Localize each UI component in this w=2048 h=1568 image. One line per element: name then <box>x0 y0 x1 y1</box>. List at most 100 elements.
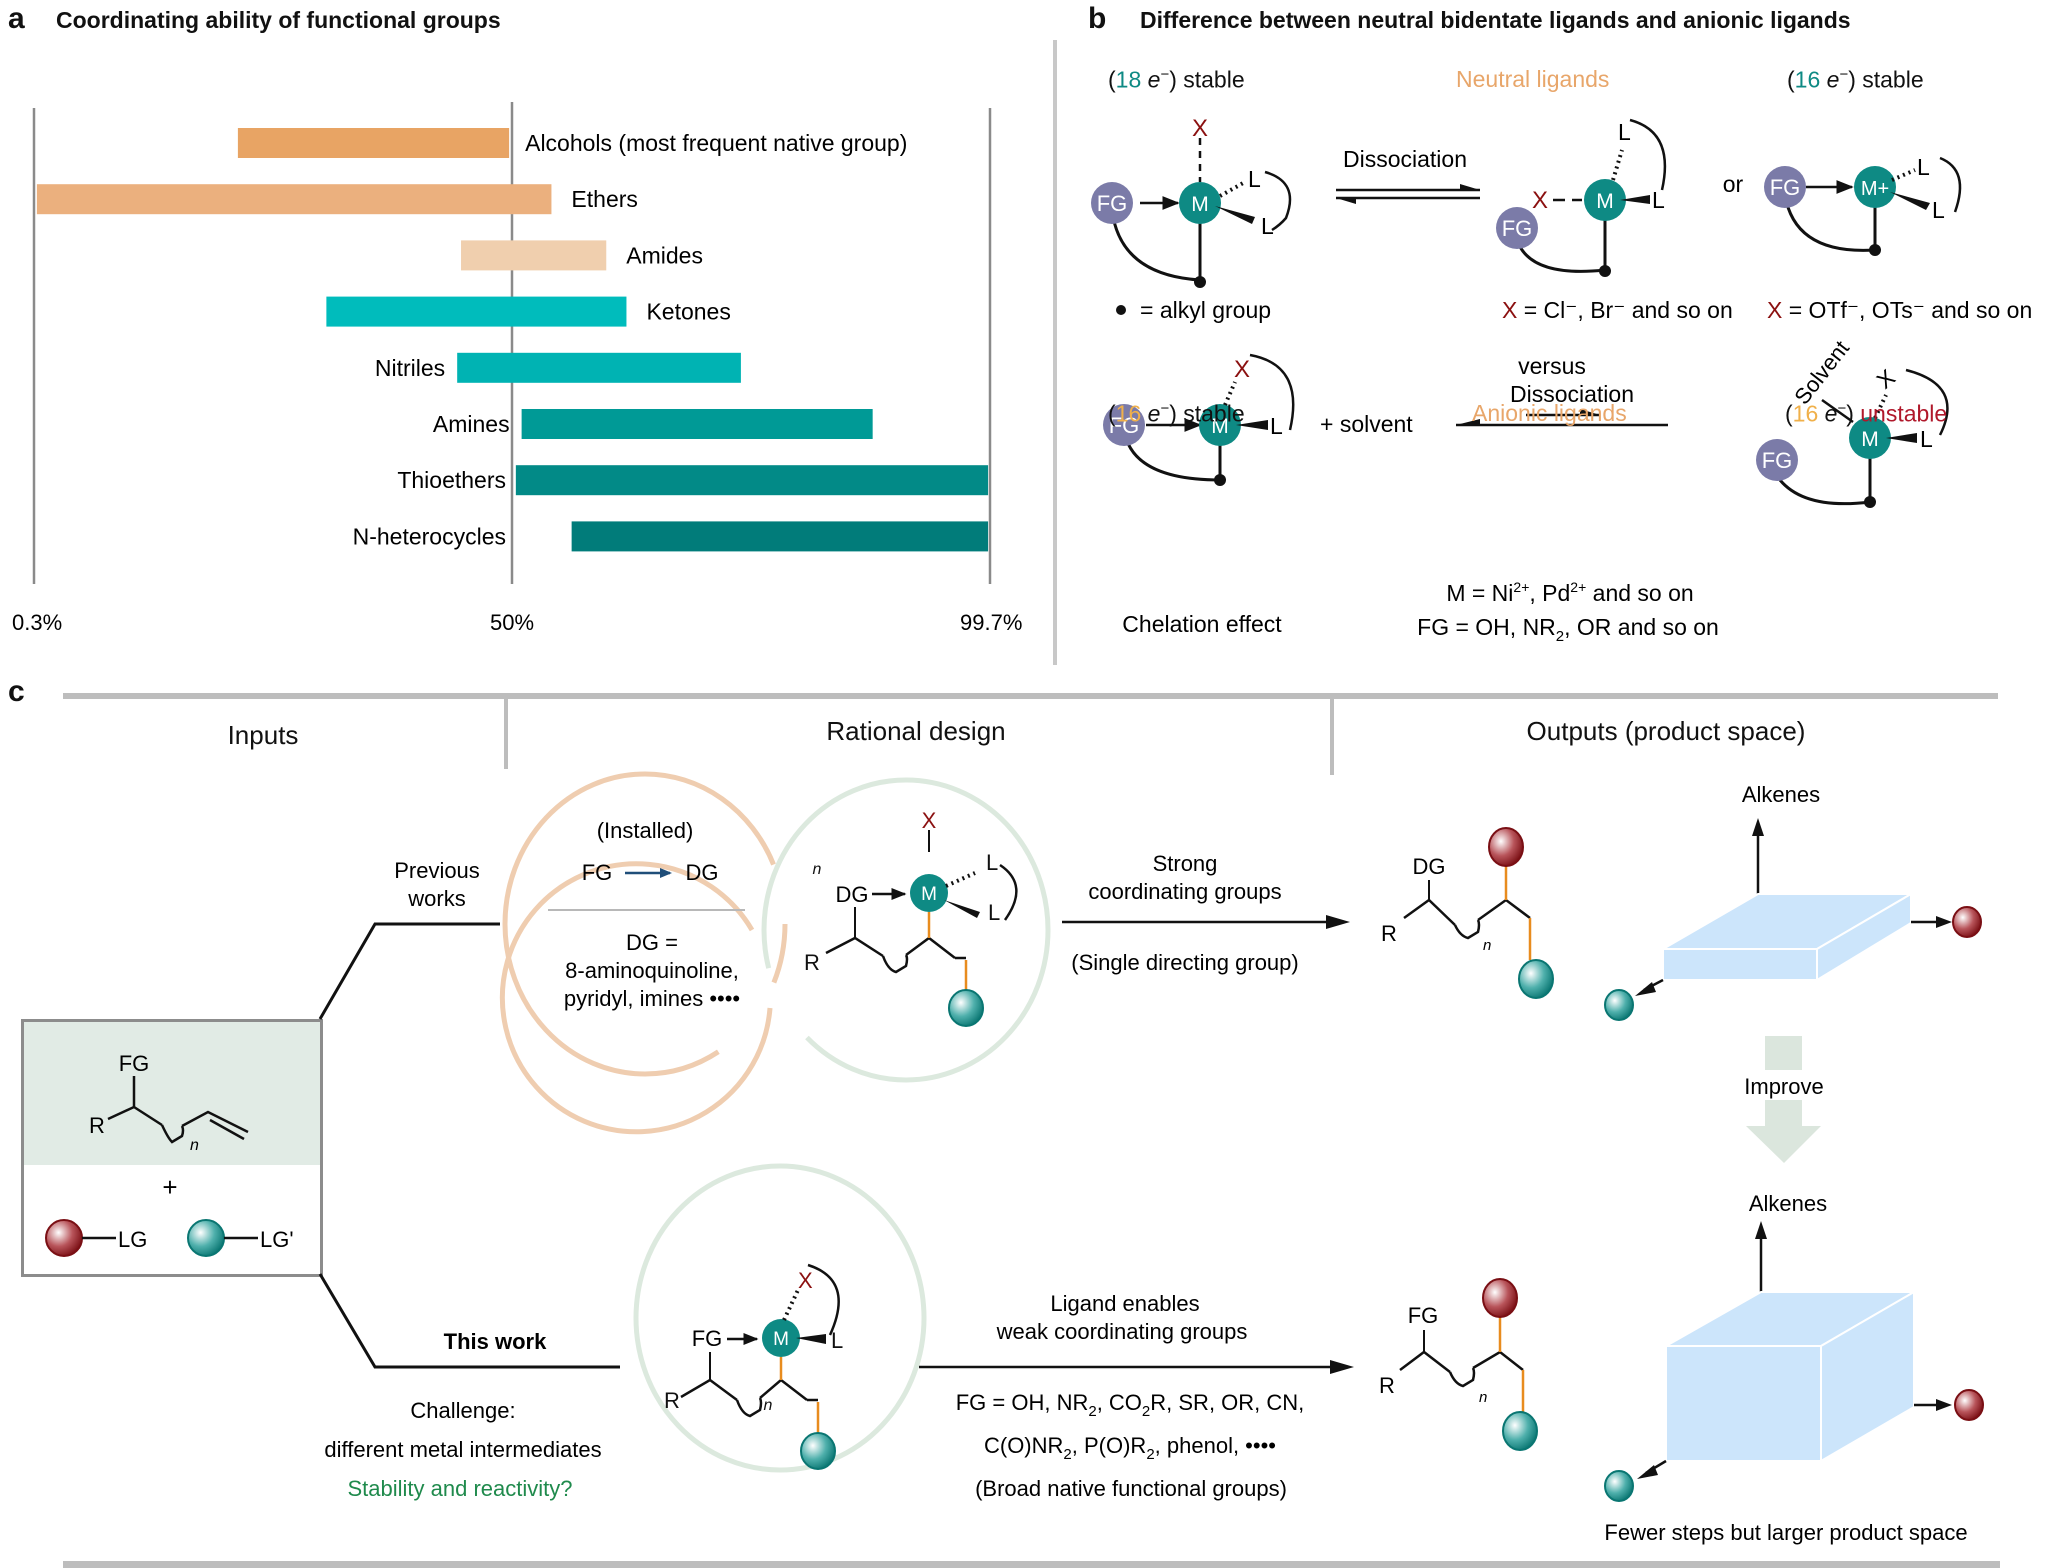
n-label-previous: n <box>812 861 822 878</box>
alkenes-axis-label-top: Alkenes <box>1742 782 1820 807</box>
svg-text:FG: FG <box>1097 191 1128 216</box>
column-rational-design: Rational design <box>826 716 1006 746</box>
svg-text:n: n <box>1479 1389 1487 1406</box>
svg-text:M: M <box>1211 415 1229 438</box>
svg-text:DG: DG <box>686 860 719 885</box>
plus-solvent: + solvent <box>1320 411 1413 437</box>
install-arrow-icon <box>660 868 672 878</box>
panel-c-top-rule <box>63 693 1998 699</box>
challenge-detail: different metal intermediates <box>324 1437 601 1462</box>
svg-text:FG: FG <box>1109 413 1140 438</box>
svg-text:DG: DG <box>1413 854 1446 879</box>
metal-label-previous: M <box>921 884 937 905</box>
svg-text:L: L <box>1261 213 1274 239</box>
improve-arrow-shaft <box>1765 1036 1802 1070</box>
teal-sphere-icon <box>1604 1470 1634 1502</box>
svg-text:X: X <box>1532 187 1548 214</box>
red-sphere-icon <box>1482 1278 1518 1318</box>
neutral-ligands-heading: Neutral ligands <box>1456 66 1610 92</box>
svg-text:M: M <box>1861 428 1879 451</box>
stability-question: Stability and reactivity? <box>348 1476 573 1501</box>
panel-b-schemes: FG X M L L Dissociation X FG M L L or <box>1091 115 2032 645</box>
bar-thioethers <box>515 465 989 496</box>
svg-text:n: n <box>1483 937 1491 954</box>
svg-text:R: R <box>1381 921 1397 946</box>
alkyl-dot-icon <box>1116 305 1126 315</box>
svg-text:Solvent: Solvent <box>1789 336 1854 409</box>
x-tick-label: 99.7% <box>960 610 1022 635</box>
svg-text:L: L <box>1618 119 1631 145</box>
teal-sphere-icon <box>187 1219 225 1257</box>
anionic-ligands-heading: Anionic ligands <box>1472 400 1627 426</box>
panel-c-scheme: FG R n + LG LG' Previous works (Installe… <box>45 771 1984 1545</box>
broad-fg-label: (Broad native functional groups) <box>975 1476 1287 1501</box>
bar-amides <box>461 240 607 271</box>
improve-arrow-icon <box>1746 1126 1821 1163</box>
svg-text:L: L <box>1248 166 1261 192</box>
column-outputs: Outputs (product space) <box>1526 716 1806 746</box>
panel-a-letter: a <box>8 2 25 35</box>
svg-text:L: L <box>1917 154 1930 180</box>
fg-list-line-1: FG = OH, NR2, CO2R, SR, OR, CN, <box>956 1390 1305 1420</box>
previous-works-label-2: works <box>407 886 465 911</box>
svg-text:M: M <box>1191 193 1209 216</box>
electron-count-18-stable: (18 e−) stable <box>1108 66 1245 93</box>
installed-ring-outline <box>502 771 788 1077</box>
teal-sphere-icon <box>1604 989 1634 1021</box>
category-label: Amines <box>433 411 510 437</box>
panel-c-letter: c <box>8 675 25 708</box>
electron-count-16-unstable: (16 e−) unstable <box>1785 400 1948 427</box>
svg-text:L: L <box>1652 187 1665 213</box>
equilibrium-arrow-neutral <box>1336 184 1480 204</box>
bar-ethers <box>36 184 552 215</box>
bar-nitriles <box>457 352 741 383</box>
panel-b-letter: b <box>1088 2 1107 35</box>
teal-sphere-icon <box>1502 1411 1538 1451</box>
svg-text:LG: LG <box>118 1227 147 1252</box>
strong-label-2: coordinating groups <box>1088 879 1281 904</box>
complex-anionic-chelate: FG M X L <box>1103 353 1295 486</box>
teal-sphere-icon <box>1518 959 1554 999</box>
red-sphere-icon <box>45 1219 83 1257</box>
svg-text:FG: FG <box>1770 175 1801 200</box>
svg-text:L: L <box>1270 413 1283 439</box>
ligand-enables-label-1: Ligand enables <box>1050 1291 1199 1316</box>
electron-count-16-stable: (16 e−) stable <box>1787 66 1924 93</box>
product-space-caption: Fewer steps but larger product space <box>1604 1520 1967 1545</box>
equilibrium-arrow-anionic <box>1456 409 1668 427</box>
svg-text:FG: FG <box>1408 1303 1439 1328</box>
category-label: Alcohols (most frequent native group) <box>525 130 907 156</box>
svg-text:LG': LG' <box>260 1227 294 1252</box>
svg-text:X: X <box>1872 364 1900 394</box>
reagent-lg-prime: LG' <box>187 1219 294 1257</box>
ligand-enables-label-2: weak coordinating groups <box>996 1319 1248 1344</box>
single-dg-label: (Single directing group) <box>1071 950 1298 975</box>
svg-text:FG: FG <box>1762 448 1793 473</box>
r-label-this-work: R <box>664 1388 680 1413</box>
panel-a-title: Coordinating ability of functional group… <box>56 7 501 33</box>
red-sphere-icon <box>1488 827 1524 867</box>
dissociation-label-anionic: Dissociation <box>1510 381 1634 407</box>
metal-label-this-work: M <box>773 1329 789 1350</box>
metal-circle <box>1179 182 1221 224</box>
svg-text:L: L <box>1932 197 1945 223</box>
complex-16e-halide: X FG M L L <box>1496 118 1667 277</box>
column-inputs: Inputs <box>227 720 299 750</box>
reagent-lg: LG <box>45 1219 147 1257</box>
svg-text:X: X <box>1192 115 1208 142</box>
ligand-label-previous-1: L <box>986 850 999 875</box>
svg-text:X: X <box>922 808 937 833</box>
x-tick-label: 50% <box>490 610 534 635</box>
product-this-work: FG R n <box>1379 1278 1538 1451</box>
dissociation-label-neutral: Dissociation <box>1343 146 1467 172</box>
category-label: Amides <box>626 242 703 268</box>
complex-16e-cationic: FG M+ L L <box>1764 154 1962 256</box>
n-label-this-work: n <box>763 1397 773 1414</box>
x-definition-halide: X = Cl⁻, Br⁻ and so on <box>1502 297 1733 323</box>
plus-sign: + <box>162 1172 177 1202</box>
alkenes-axis-label-bottom: Alkenes <box>1749 1191 1827 1216</box>
svg-text:n: n <box>190 1137 199 1154</box>
r-label-previous: R <box>804 950 820 975</box>
bar-ketones <box>326 296 627 327</box>
x-definition-triflate: X = OTf⁻, OTs⁻ and so on <box>1767 297 2032 323</box>
